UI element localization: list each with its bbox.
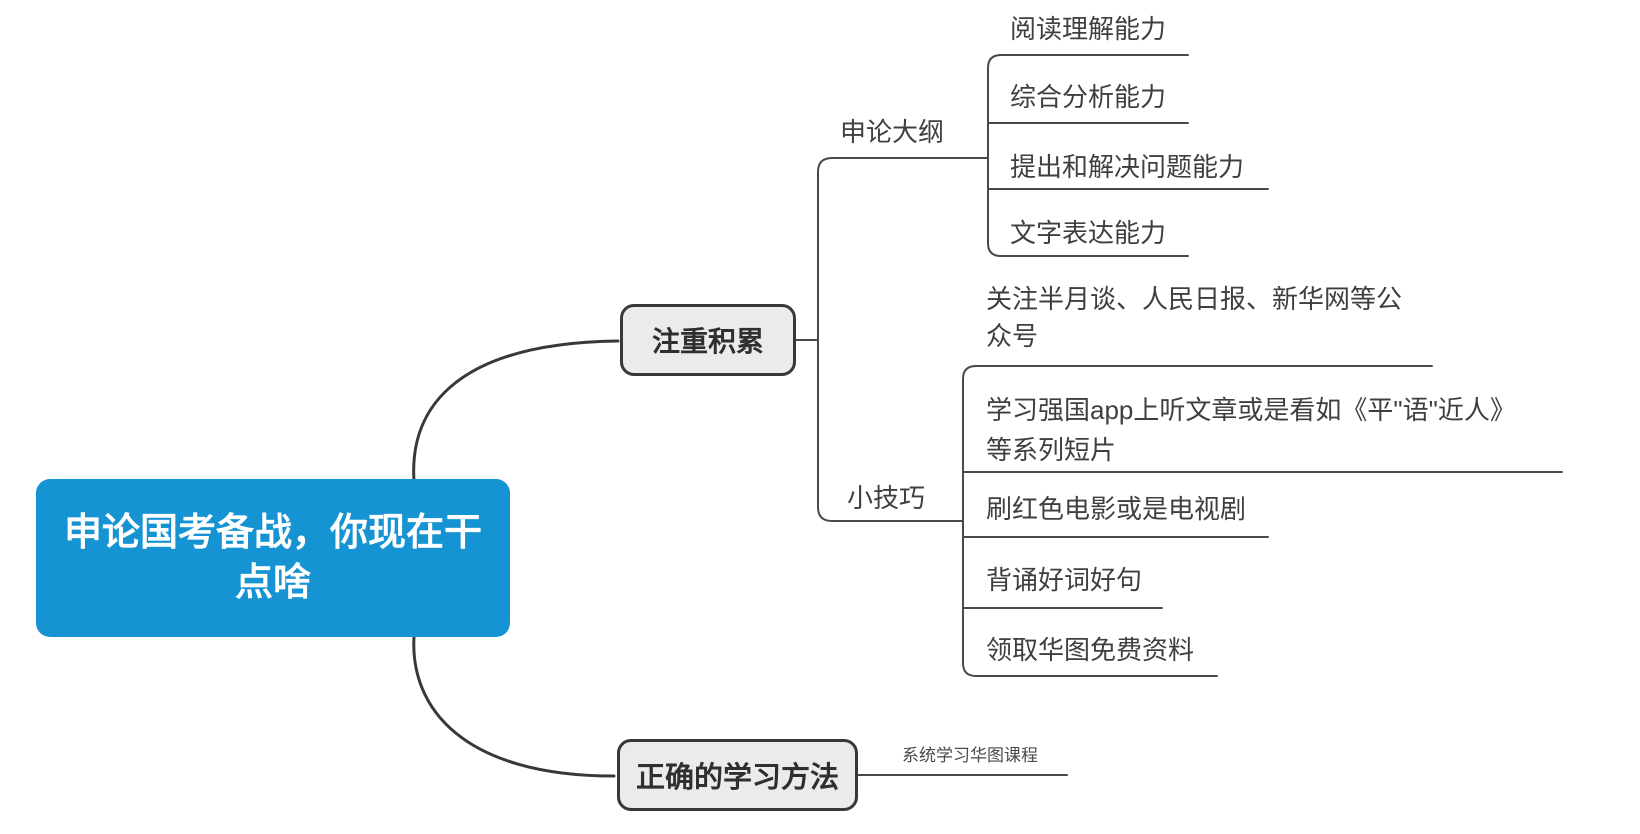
curve-root-to-accumulate bbox=[412, 339, 620, 483]
curve-root-to-method bbox=[412, 635, 616, 778]
leaf-free-materials[interactable]: 领取华图免费资料 bbox=[986, 635, 1195, 665]
branch-node-study-method[interactable]: 正确的学习方法 bbox=[617, 739, 858, 811]
leaf-red-movies[interactable]: 刷红色电影或是电视剧 bbox=[986, 494, 1247, 524]
branch-node-accumulate[interactable]: 注重积累 bbox=[620, 304, 796, 376]
sub-branch-wires bbox=[795, 54, 1563, 776]
leaf-reading-comprehension[interactable]: 阅读理解能力 bbox=[1010, 14, 1167, 44]
leaf-huatu-course[interactable]: 系统学习华图课程 bbox=[902, 746, 1038, 765]
leaf-comprehensive-analysis[interactable]: 综合分析能力 bbox=[1010, 82, 1167, 112]
bracket-accumulate bbox=[817, 157, 989, 522]
spine-outline-children bbox=[987, 54, 1002, 257]
root-topic-node[interactable]: 申论国考备战，你现在干点啥 bbox=[36, 479, 510, 637]
subtopic-outline[interactable]: 申论大纲 bbox=[840, 117, 945, 147]
leaf-written-expression[interactable]: 文字表达能力 bbox=[1010, 218, 1167, 248]
subtopic-tips[interactable]: 小技巧 bbox=[847, 483, 926, 513]
main-branch-curves bbox=[412, 339, 620, 778]
leaf-follow-accounts[interactable]: 关注半月谈、人民日报、新华网等公众号 bbox=[986, 284, 1403, 351]
leaf-recite-phrases[interactable]: 背诵好词好句 bbox=[986, 565, 1143, 595]
leaf-problem-solving[interactable]: 提出和解决问题能力 bbox=[1010, 152, 1245, 182]
leaf-xuexi-qiangguo-app[interactable]: 学习强国app上听文章或是看如《平"语"近人》等系列短片 bbox=[986, 395, 1516, 465]
spine-tips-children bbox=[962, 365, 977, 677]
